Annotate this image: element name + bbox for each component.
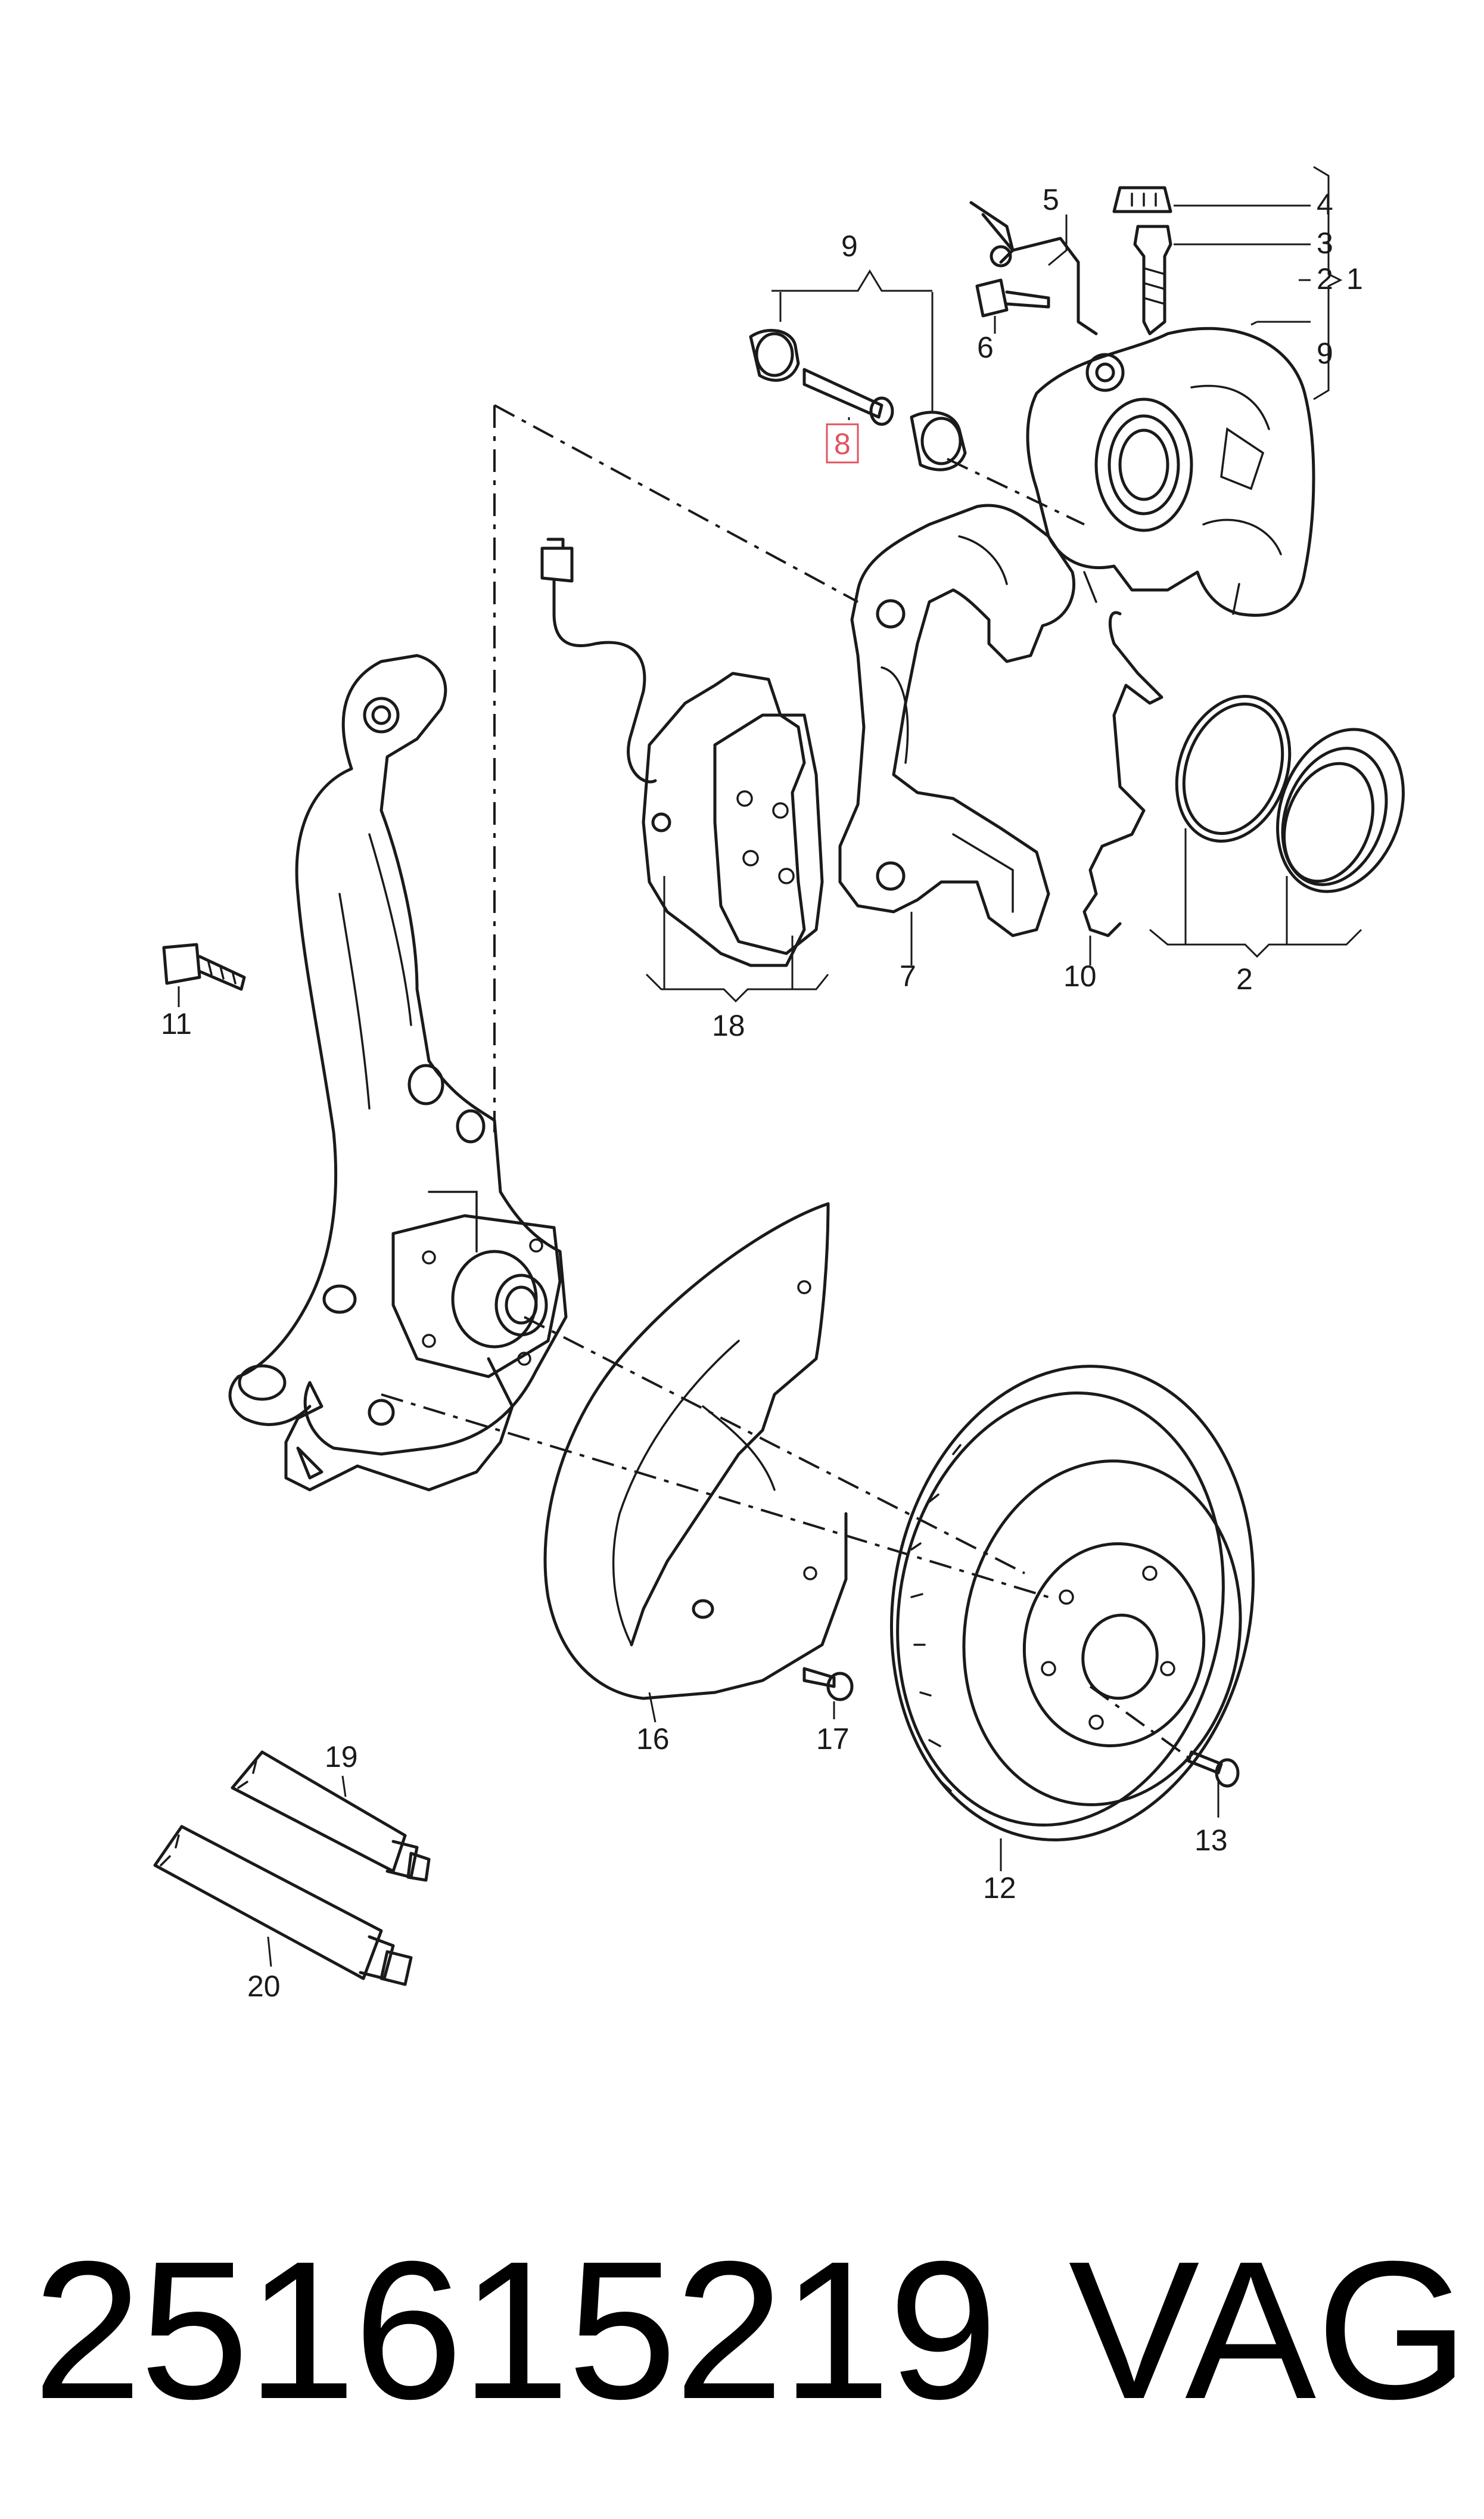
brake-caliper-housing: [1026, 327, 1315, 617]
callout-6: 6: [977, 331, 994, 364]
callout-3: 3: [1317, 226, 1333, 260]
wear-indicator-clip: [969, 201, 1098, 336]
piston-seal-ring: [1175, 695, 1292, 843]
callout-12: 12: [983, 1871, 1016, 1905]
bleeder-screw: [1133, 225, 1172, 336]
part-number: 251615219: [33, 2220, 998, 2440]
callout-8: 8: [834, 427, 851, 461]
callout-18: 18: [712, 1009, 745, 1042]
assembly-axes: [381, 404, 1199, 1765]
callout-5: 5: [1043, 183, 1059, 216]
grease-tube-small: [231, 1750, 431, 1882]
callout-labels: 1 2 3 4 5 6 7 8 9 9 10 2 11 18 16 17 12 …: [161, 183, 1363, 2003]
callout-10: 10: [1063, 959, 1097, 993]
brake-splash-shield: [543, 1202, 848, 1700]
callout-8-highlight: [826, 423, 859, 464]
callout-16: 16: [636, 1722, 670, 1756]
callout-1: 1: [1346, 262, 1363, 296]
caliper-carrier: [838, 504, 1076, 937]
brake-pad-set: [540, 538, 824, 967]
callout-9-caliper: 9: [1317, 337, 1333, 370]
splash-shield-screw: [802, 1667, 854, 1701]
callout-4: 4: [1317, 188, 1333, 221]
callout-13: 13: [1194, 1824, 1228, 1857]
callout-2-seal: 2: [1236, 962, 1253, 996]
steering-knuckle: [228, 654, 568, 1492]
callout-2-caliper: 2: [1317, 262, 1333, 296]
guide-pin: [802, 368, 894, 426]
callout-7: 7: [900, 959, 916, 993]
bleeder-cap: [1112, 186, 1172, 213]
callout-9-guide: 9: [841, 229, 858, 263]
guide-bushing-right: [910, 411, 967, 471]
leader-lines: [178, 166, 1362, 1967]
footer: 251615219 VAG: [0, 2205, 1484, 2455]
guide-bushing-left: [749, 328, 800, 382]
wheel-hub: [391, 1214, 562, 1378]
anti-rattle-spring: [1082, 611, 1163, 937]
grease-tube-large: [153, 1825, 413, 1986]
clip-bolt: [975, 278, 1050, 318]
callout-17: 17: [816, 1722, 850, 1756]
piston-dust-boot: [1276, 728, 1405, 893]
callout-19: 19: [325, 1740, 358, 1773]
callout-11: 11: [161, 1007, 192, 1040]
callout-20: 20: [247, 1970, 281, 2003]
brand-label: VAG: [1068, 2220, 1469, 2440]
disc-retaining-screw: [1187, 1750, 1240, 1788]
brake-disc: [890, 1365, 1255, 1841]
knuckle-bolt: [162, 943, 246, 991]
